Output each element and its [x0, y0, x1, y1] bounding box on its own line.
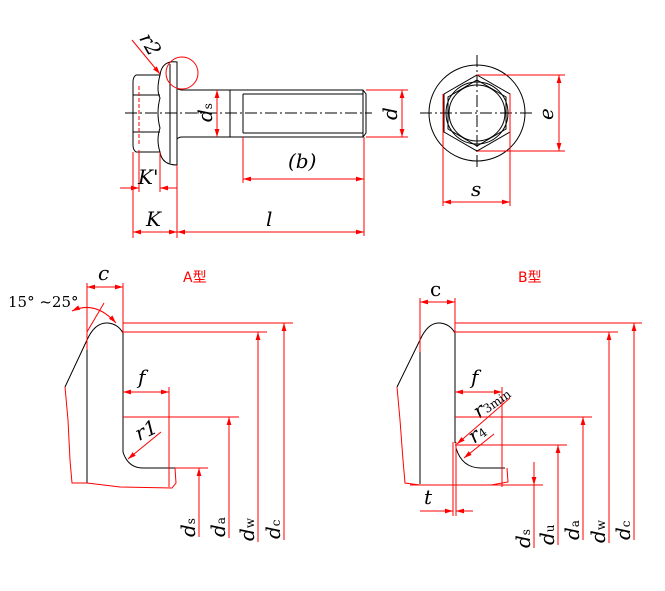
type-b-detail: B型 c f r3min r4 t ds du da dw dc — [396, 270, 642, 548]
bolt-end-view: e s — [420, 55, 565, 206]
c-label-b: c — [430, 277, 441, 301]
dc-label-a: dc — [261, 519, 285, 539]
angle-label: 15° ~25° — [8, 293, 79, 311]
type-b-title: B型 — [518, 270, 542, 286]
e-label: e — [534, 108, 558, 120]
s-label: s — [471, 177, 481, 201]
du-label-b: du — [535, 524, 559, 545]
f-label-b: f — [469, 365, 482, 389]
bolt-side-view: r2 ds d (b) K' K l — [120, 29, 408, 238]
b-label: (b) — [288, 149, 316, 173]
da-label-b: da — [560, 520, 584, 540]
dw-label-a: dw — [235, 517, 259, 541]
d-label: d — [378, 107, 402, 120]
da-label-a: da — [206, 517, 230, 537]
r2-detail-circle — [165, 56, 199, 90]
k-label: K — [145, 207, 162, 231]
l-label: l — [266, 207, 272, 231]
dw-label-b: dw — [586, 519, 610, 543]
r2-label: r2 — [134, 29, 166, 60]
t-label: t — [424, 485, 433, 509]
k-prime-label: K' — [137, 165, 158, 189]
ds-label: ds — [193, 103, 217, 122]
ds-label-a: ds — [176, 518, 200, 537]
type-a-detail: A型 c 15° ~25° f r1 ds da dw dc — [8, 261, 293, 542]
ds-label-b: ds — [511, 529, 535, 548]
dc-label-b: dc — [611, 520, 635, 540]
c-label-a: c — [98, 261, 109, 285]
r1-label: r1 — [131, 414, 161, 445]
f-label-a: f — [136, 365, 149, 389]
type-a-title: A型 — [183, 270, 207, 286]
r4-label: r4 — [463, 418, 491, 448]
